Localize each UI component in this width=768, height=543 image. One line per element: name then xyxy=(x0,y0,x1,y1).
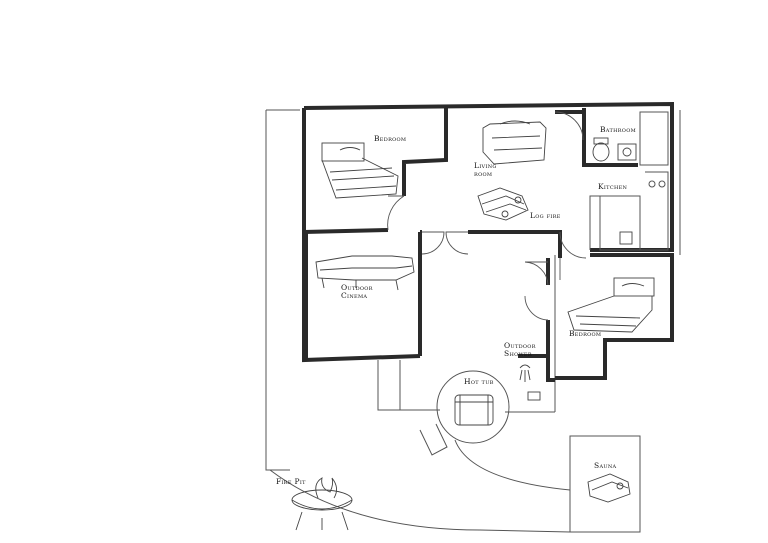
bed-icon xyxy=(321,142,399,199)
label-log-fire: Log fire xyxy=(530,211,561,220)
label-bathroom: Bathroom xyxy=(600,125,636,134)
bed-icon-2 xyxy=(567,277,655,333)
doors xyxy=(387,111,587,321)
shower-icon xyxy=(519,364,541,401)
log-pile-icon xyxy=(477,187,529,221)
label-living-room-line1: Living xyxy=(474,161,497,170)
label-outdoor-shower-line2: Shower xyxy=(504,349,532,358)
sofa-icon xyxy=(482,120,547,165)
hot-tub-icon xyxy=(436,370,510,444)
label-bedroom-2: Bedroom xyxy=(569,329,601,338)
toilet-icon xyxy=(592,137,610,162)
garden-boundary xyxy=(265,109,681,533)
label-outdoor-cinema-line1: Outdoor xyxy=(341,283,373,292)
label-bedroom-1: Bedroom xyxy=(374,134,406,143)
label-outdoor-shower-line1: Outdoor xyxy=(504,341,536,350)
fire-pit-icon xyxy=(291,477,353,531)
label-living-room-line2: room xyxy=(474,169,492,178)
label-fire-pit: Fire Pit xyxy=(276,477,306,486)
log-pile-icon-sauna xyxy=(587,473,631,503)
sink-icon xyxy=(617,143,637,161)
label-hot-tub: Hot tub xyxy=(464,377,494,386)
house-walls xyxy=(302,101,674,382)
label-sauna: Sauna xyxy=(594,461,617,470)
kitchen-counters xyxy=(589,111,669,251)
label-outdoor-cinema-line2: Cinema xyxy=(341,291,367,300)
outdoor-sofa-icon xyxy=(315,255,415,291)
label-kitchen: Kitchen xyxy=(598,182,628,191)
sink-icon-kitchen xyxy=(619,231,633,245)
sauna-building xyxy=(569,435,641,533)
